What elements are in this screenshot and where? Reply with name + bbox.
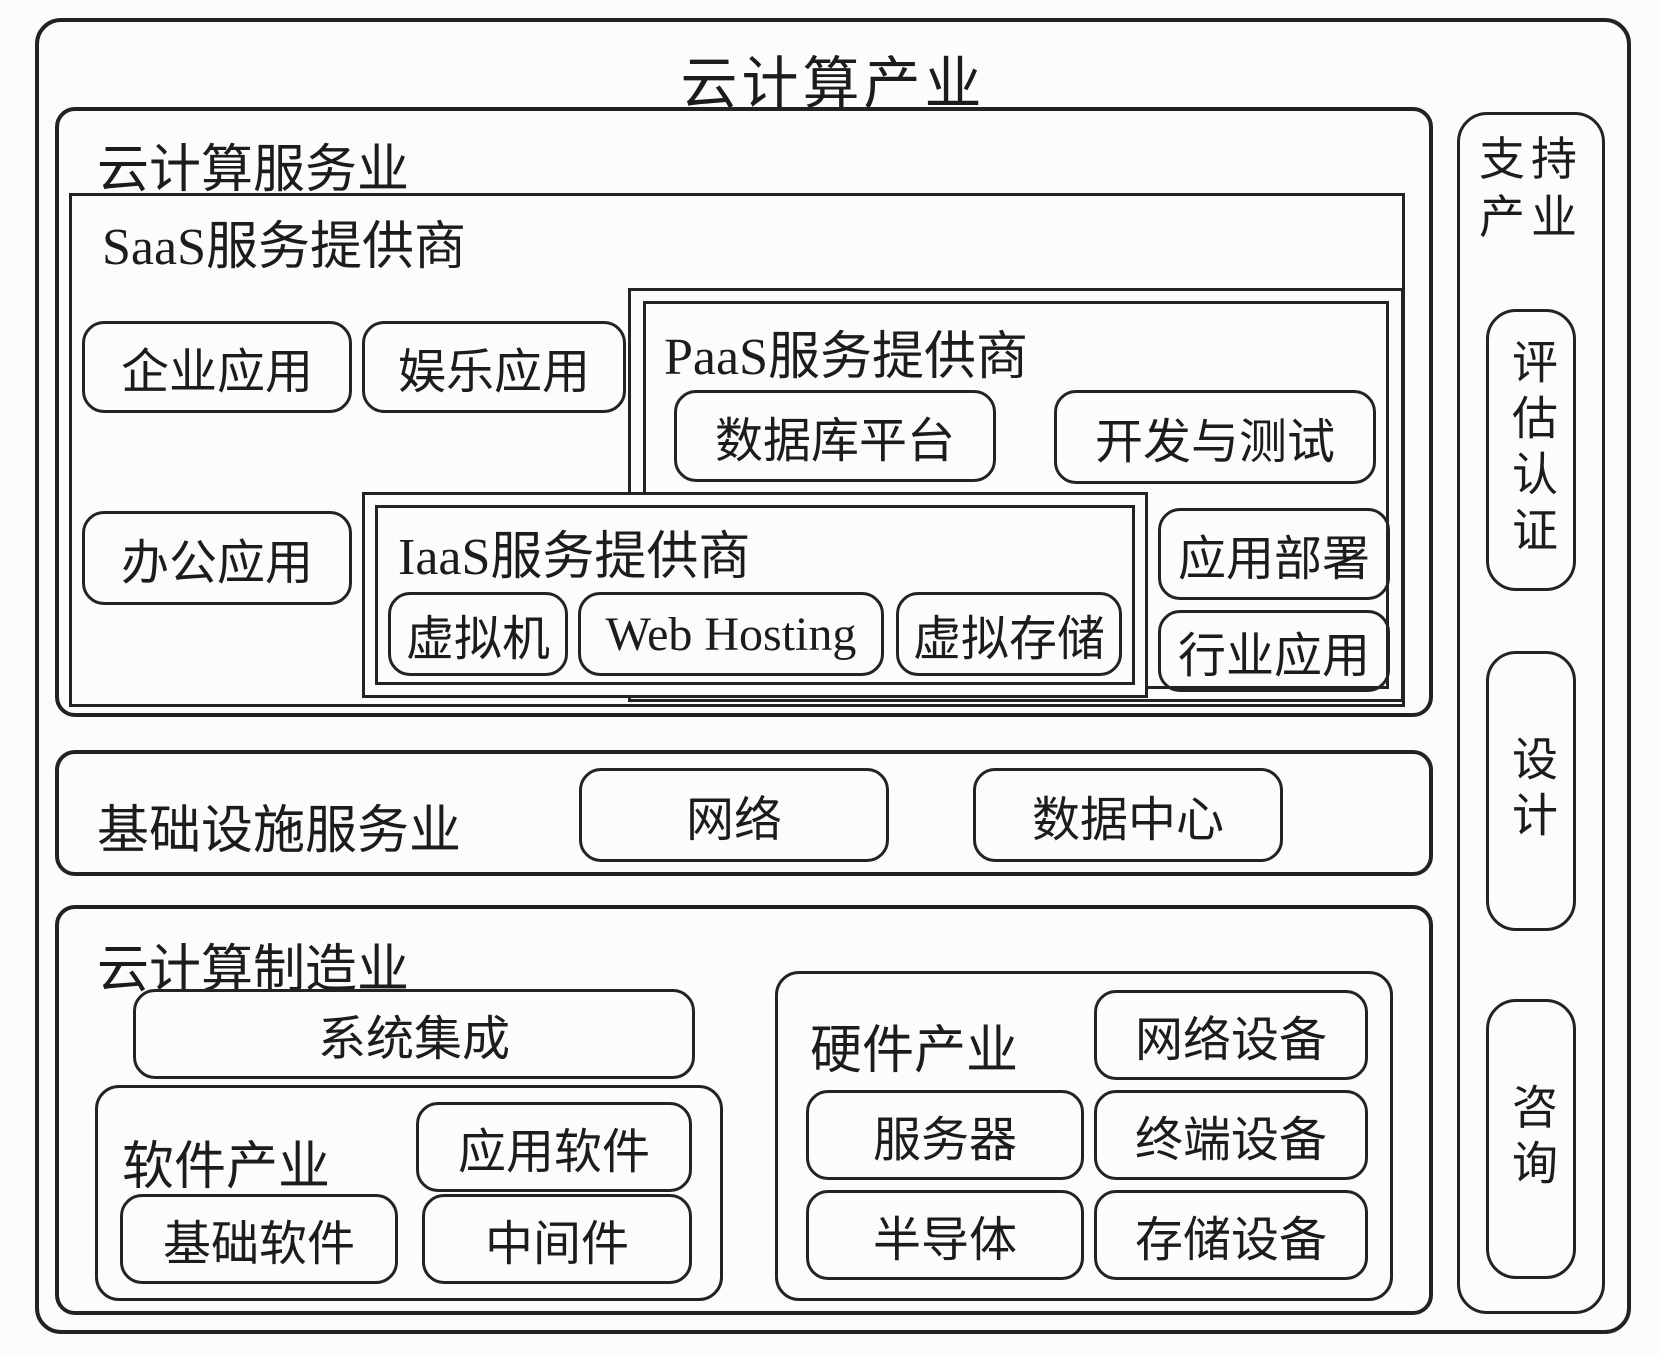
item-basic-software: 基础软件 bbox=[120, 1194, 398, 1284]
item-storage-equipment: 存储设备 bbox=[1094, 1190, 1368, 1280]
item-server-label: 服务器 bbox=[872, 1114, 1017, 1167]
manufacturing-industry-section: 云计算制造业 系统集成 软件产业 应用软件 基础软件 中间件 硬件产业 网络设备 bbox=[55, 905, 1433, 1315]
item-system-integration-label: 系统集成 bbox=[317, 1013, 510, 1066]
item-dev-test-label: 开发与测试 bbox=[1094, 416, 1335, 469]
item-consulting: 咨询 bbox=[1486, 999, 1576, 1279]
item-storage-equipment-label: 存储设备 bbox=[1134, 1214, 1327, 1267]
infrastructure-industry-section: 基础设施服务业 网络 数据中心 bbox=[55, 750, 1433, 876]
item-consulting-label: 咨询 bbox=[1506, 1083, 1557, 1195]
item-entertainment-app: 娱乐应用 bbox=[362, 321, 626, 413]
item-design: 设计 bbox=[1486, 651, 1576, 931]
item-terminal-equipment-label: 终端设备 bbox=[1134, 1114, 1327, 1167]
hardware-industry-label: 硬件产业 bbox=[810, 1023, 1019, 1080]
item-entertainment-app-label: 娱乐应用 bbox=[397, 346, 590, 399]
item-dev-test: 开发与测试 bbox=[1054, 390, 1376, 484]
iaas-box: IaaS服务提供商 虚拟机 Web Hosting 虚拟存储 bbox=[375, 505, 1135, 685]
item-data-center: 数据中心 bbox=[973, 768, 1283, 862]
item-network: 网络 bbox=[579, 768, 889, 862]
item-database-platform-label: 数据库平台 bbox=[714, 415, 955, 468]
item-application-software: 应用软件 bbox=[416, 1102, 692, 1192]
item-evaluation-certification-label: 评估认证 bbox=[1506, 338, 1557, 562]
saas-label: SaaS服务提供商 bbox=[102, 219, 467, 276]
infrastructure-industry-label: 基础设施服务业 bbox=[97, 803, 462, 860]
support-industry-label: 支持 产业 bbox=[1460, 131, 1602, 246]
item-network-equipment-label: 网络设备 bbox=[1134, 1014, 1327, 1067]
service-industry-section: 云计算服务业 SaaS服务提供商 企业应用 娱乐应用 办公应用 PaaS服务提供… bbox=[55, 107, 1433, 717]
item-web-hosting: Web Hosting bbox=[578, 592, 884, 676]
item-virtual-storage-label: 虚拟存储 bbox=[912, 613, 1105, 666]
saas-box: SaaS服务提供商 企业应用 娱乐应用 办公应用 PaaS服务提供商 数据库平台 bbox=[69, 193, 1405, 707]
iaas-label: IaaS服务提供商 bbox=[398, 529, 751, 586]
item-system-integration: 系统集成 bbox=[133, 989, 695, 1079]
item-semiconductor: 半导体 bbox=[806, 1190, 1084, 1280]
item-evaluation-certification: 评估认证 bbox=[1486, 309, 1576, 591]
item-database-platform: 数据库平台 bbox=[674, 390, 996, 482]
software-industry-label: 软件产业 bbox=[122, 1139, 331, 1196]
item-industry-app: 行业应用 bbox=[1158, 610, 1390, 692]
support-industry-section: 支持 产业 评估认证 设计 咨询 bbox=[1457, 112, 1605, 1314]
service-industry-label: 云计算服务业 bbox=[97, 142, 410, 199]
item-app-deployment: 应用部署 bbox=[1158, 508, 1390, 600]
item-virtual-storage: 虚拟存储 bbox=[896, 592, 1122, 676]
item-semiconductor-label: 半导体 bbox=[872, 1214, 1017, 1267]
paas-outer-box: PaaS服务提供商 数据库平台 开发与测试 应用部署 行业应用 bbox=[628, 288, 1404, 702]
diagram-title: 云计算产业 bbox=[680, 53, 986, 116]
paas-label: PaaS服务提供商 bbox=[664, 329, 1029, 386]
item-enterprise-app: 企业应用 bbox=[82, 321, 352, 413]
support-industry-label-line2: 产业 bbox=[1479, 191, 1583, 243]
item-virtual-machine: 虚拟机 bbox=[388, 592, 568, 676]
item-enterprise-app-label: 企业应用 bbox=[120, 346, 313, 399]
item-app-deployment-label: 应用部署 bbox=[1177, 533, 1370, 586]
item-middleware-label: 中间件 bbox=[484, 1218, 629, 1271]
hardware-industry-box: 硬件产业 网络设备 服务器 终端设备 半导体 存储设备 bbox=[775, 971, 1393, 1301]
item-middleware: 中间件 bbox=[422, 1194, 692, 1284]
item-data-center-label: 数据中心 bbox=[1031, 794, 1224, 847]
item-terminal-equipment: 终端设备 bbox=[1094, 1090, 1368, 1180]
paas-box: PaaS服务提供商 数据库平台 开发与测试 应用部署 行业应用 bbox=[643, 301, 1390, 692]
item-office-app-label: 办公应用 bbox=[120, 537, 313, 590]
iaas-outer-box: IaaS服务提供商 虚拟机 Web Hosting 虚拟存储 bbox=[362, 492, 1148, 698]
support-industry-label-line1: 支持 bbox=[1479, 134, 1583, 185]
software-industry-box: 软件产业 应用软件 基础软件 中间件 bbox=[95, 1085, 723, 1301]
item-application-software-label: 应用软件 bbox=[457, 1126, 650, 1179]
item-web-hosting-label: Web Hosting bbox=[605, 607, 857, 661]
item-industry-app-label: 行业应用 bbox=[1177, 630, 1370, 683]
item-basic-software-label: 基础软件 bbox=[162, 1218, 355, 1271]
cloud-computing-industry-frame bbox=[35, 18, 1631, 1334]
item-virtual-machine-label: 虚拟机 bbox=[405, 613, 550, 666]
item-network-label: 网络 bbox=[685, 794, 782, 847]
item-network-equipment: 网络设备 bbox=[1094, 990, 1368, 1080]
item-design-label: 设计 bbox=[1506, 735, 1557, 847]
item-server: 服务器 bbox=[806, 1090, 1084, 1180]
item-office-app: 办公应用 bbox=[82, 511, 352, 605]
